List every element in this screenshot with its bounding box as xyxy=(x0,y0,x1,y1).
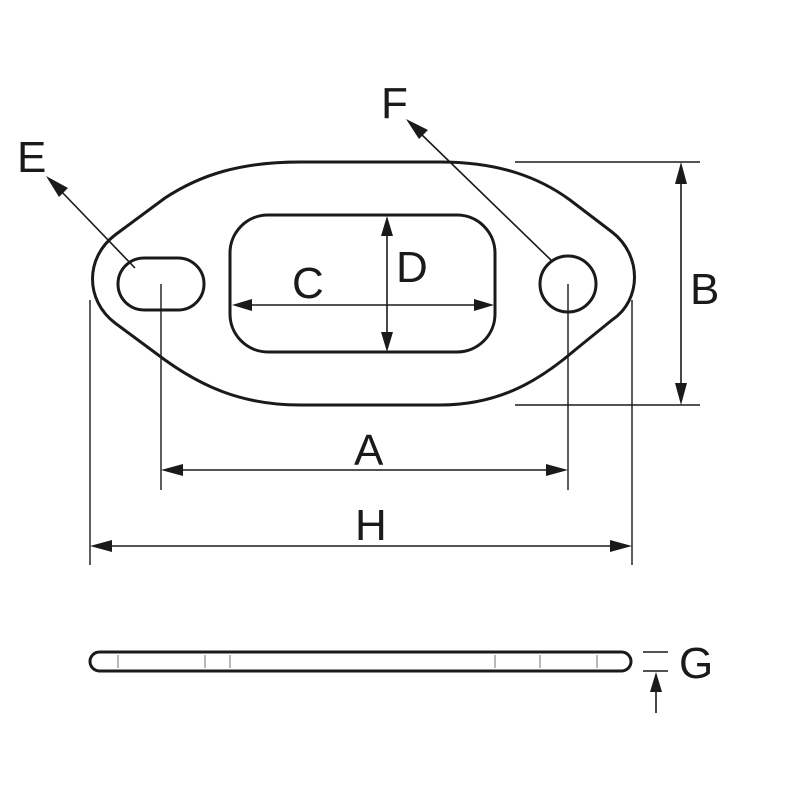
center-port-opening xyxy=(228,213,497,354)
dimension-b xyxy=(515,161,700,406)
side-view-ticks xyxy=(117,655,598,668)
label-f: F xyxy=(381,79,408,128)
label-d: D xyxy=(396,243,428,292)
label-c: C xyxy=(292,259,324,308)
label-a: A xyxy=(354,426,384,475)
label-b: B xyxy=(690,265,719,314)
dimension-d xyxy=(381,216,393,352)
label-h: H xyxy=(355,501,387,550)
dimension-a xyxy=(161,464,568,476)
leader-e xyxy=(46,176,136,269)
leader-f xyxy=(406,119,554,263)
gasket-side-view xyxy=(88,650,633,673)
dimension-h xyxy=(90,540,632,552)
label-e: E xyxy=(17,133,46,182)
gasket-outline xyxy=(91,160,636,407)
label-g: G xyxy=(679,639,713,688)
dimension-c xyxy=(232,299,494,311)
dimension-g xyxy=(643,651,668,713)
